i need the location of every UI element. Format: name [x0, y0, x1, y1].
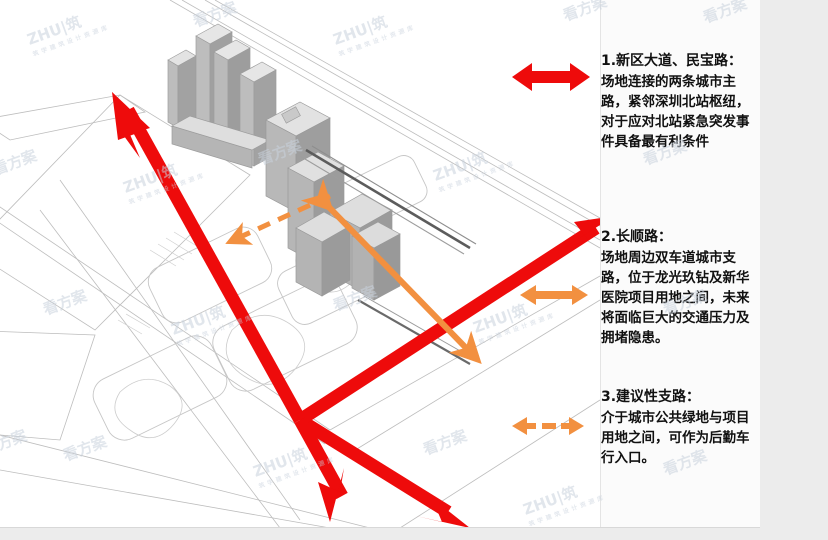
orange-dashed-arrow-proposed-road [225, 193, 332, 245]
content-sheet: 1.新区大道、民宝路： 场地连接的两条城市主路，紧邻深圳北站枢纽，对于应对北站紧… [0, 0, 760, 528]
legend-panel: 1.新区大道、民宝路： 场地连接的两条城市主路，紧邻深圳北站枢纽，对于应对北站紧… [601, 0, 760, 528]
legend-item-2[interactable]: 2.长顺路： 场地周边双车道城市支路，位于龙光玖钻及新华医院项目用地之间，未来将… [601, 228, 760, 348]
legend-item-1-body: 场地连接的两条城市主路，紧邻深圳北站枢纽，对于应对北站紧急突发事件具备最有利条件 [601, 74, 750, 150]
right-gutter [760, 0, 828, 528]
bottom-gutter [0, 528, 828, 540]
legend-item-1[interactable]: 1.新区大道、民宝路： 场地连接的两条城市主路，紧邻深圳北站枢纽，对于应对北站紧… [601, 52, 760, 152]
legend-marker-proposed-road [512, 414, 584, 442]
sheet-bottom-hairline [0, 527, 760, 528]
legend-item-3[interactable]: 3.建议性支路： 介于城市公共绿地与项目用地之间，可作为后勤车行入口。 [601, 388, 760, 468]
red-arrow-southeast [296, 414, 470, 528]
legend-marker-branch-road [520, 282, 588, 312]
legend-item-2-body: 场地周边双车道城市支路，位于龙光玖钻及新华医院项目用地之间，未来将面临巨大的交通… [601, 250, 750, 346]
legend-item-2-title: 2.长顺路： [601, 229, 673, 245]
legend-item-3-body: 介于城市公共绿地与项目用地之间，可作为后勤车行入口。 [601, 410, 750, 466]
legend-item-1-title: 1.新区大道、民宝路： [601, 53, 743, 69]
legend-item-3-title: 3.建议性支路： [601, 389, 701, 405]
red-arrow-southwest [294, 416, 348, 522]
legend-marker-main-road [512, 60, 590, 98]
site-plan-map[interactable] [0, 0, 600, 528]
orange-arrow-changshun-road [300, 178, 482, 365]
panel-divider [600, 0, 601, 528]
red-arrow-northwest [112, 92, 306, 424]
site-plan-drawing [0, 0, 600, 528]
